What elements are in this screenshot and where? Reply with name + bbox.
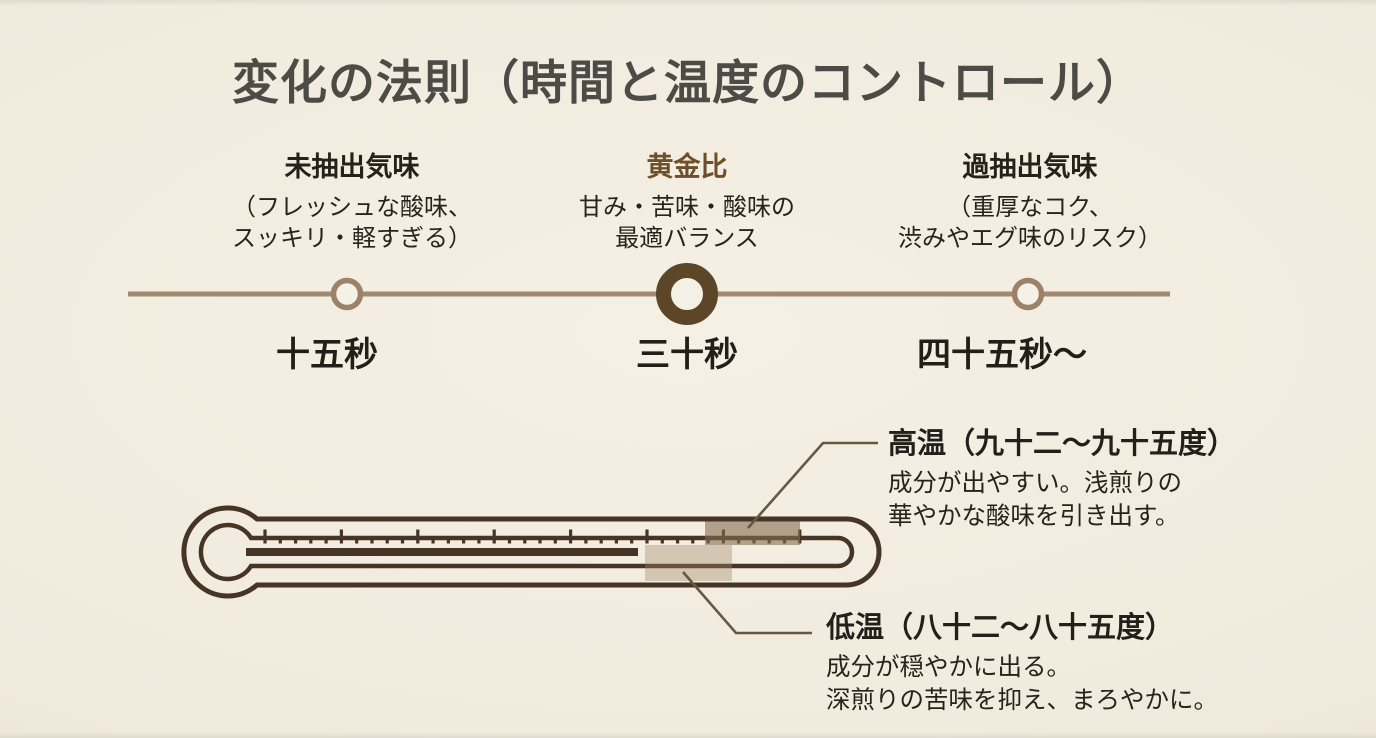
timeline-marker-45s — [1011, 277, 1045, 311]
stage-col-under-extracted: 未抽出気味 （フレッシュな酸味、 スッキリ・軽すぎる） — [232, 150, 472, 254]
stage-desc-line: 甘み・苦味・酸味の — [579, 194, 795, 221]
stage-desc-line: 渋みやエグ味のリスク） — [898, 225, 1162, 252]
low-temp-description: 成分が穏やかに出る。 深煎りの苦味を抑え、まろやかに。 — [826, 651, 1218, 717]
page-title: 変化の法則（時間と温度のコントロール） — [232, 56, 1144, 111]
stage-heading-golden-ratio: 黄金比 — [646, 152, 728, 182]
stage-desc-over-extracted: （重厚なコク、 渋みやエグ味のリスク） — [898, 192, 1162, 254]
low-temp-desc-line: 深煎りの苦味を抑え、まろやかに。 — [826, 687, 1218, 714]
low-temp-callout-line — [682, 571, 812, 635]
extraction-timeline — [128, 263, 1170, 325]
stage-desc-line: （重厚なコク、 — [947, 194, 1113, 221]
stage-heading-over-extracted: 過抽出気味 — [962, 152, 1098, 182]
stage-desc-golden-ratio: 甘み・苦味・酸味の 最適バランス — [579, 192, 795, 254]
time-label-30s: 三十秒 — [636, 336, 738, 374]
stage-col-over-extracted: 過抽出気味 （重厚なコク、 渋みやエグ味のリスク） — [898, 150, 1162, 254]
thermometer-inner-tube — [198, 522, 855, 582]
timeline-marker-30s — [656, 263, 718, 325]
low-temp-desc-line: 成分が穏やかに出る。 — [826, 654, 1071, 681]
time-label-15s: 十五秒 — [276, 336, 378, 374]
stage-desc-line: スッキリ・軽すぎる） — [232, 225, 472, 252]
stage-desc-under-extracted: （フレッシュな酸味、 スッキリ・軽すぎる） — [232, 192, 472, 254]
low-temp-note: 低温（八十二〜八十五度） 成分が穏やかに出る。 深煎りの苦味を抑え、まろやかに。 — [826, 610, 1218, 717]
stage-desc-line: 最適バランス — [615, 225, 759, 252]
high-temp-desc-line: 華やかな酸味を引き出す。 — [888, 503, 1180, 530]
high-temp-description: 成分が出やすい。浅煎りの 華やかな酸味を引き出す。 — [888, 467, 1236, 533]
low-temp-heading: 低温（八十二〜八十五度） — [826, 612, 1175, 644]
high-temp-callout-line — [747, 441, 878, 529]
stage-desc-line: （フレッシュな酸味、 — [232, 194, 472, 221]
thermometer-outer-outline — [181, 505, 882, 599]
high-temp-heading: 高温（九十二〜九十五度） — [888, 428, 1237, 460]
timeline-marker-15s — [330, 277, 364, 311]
stage-col-golden-ratio: 黄金比 甘み・苦味・酸味の 最適バランス — [579, 150, 795, 254]
stage-heading-under-extracted: 未抽出気味 — [284, 152, 420, 182]
high-temp-desc-line: 成分が出やすい。浅煎りの — [888, 470, 1182, 497]
time-label-45s: 四十五秒〜 — [917, 336, 1087, 374]
high-temp-note: 高温（九十二〜九十五度） 成分が出やすい。浅煎りの 華やかな酸味を引き出す。 — [888, 426, 1236, 533]
thermometer-figure — [181, 505, 882, 599]
low-temp-zone — [645, 545, 732, 581]
high-temp-zone — [705, 521, 800, 545]
